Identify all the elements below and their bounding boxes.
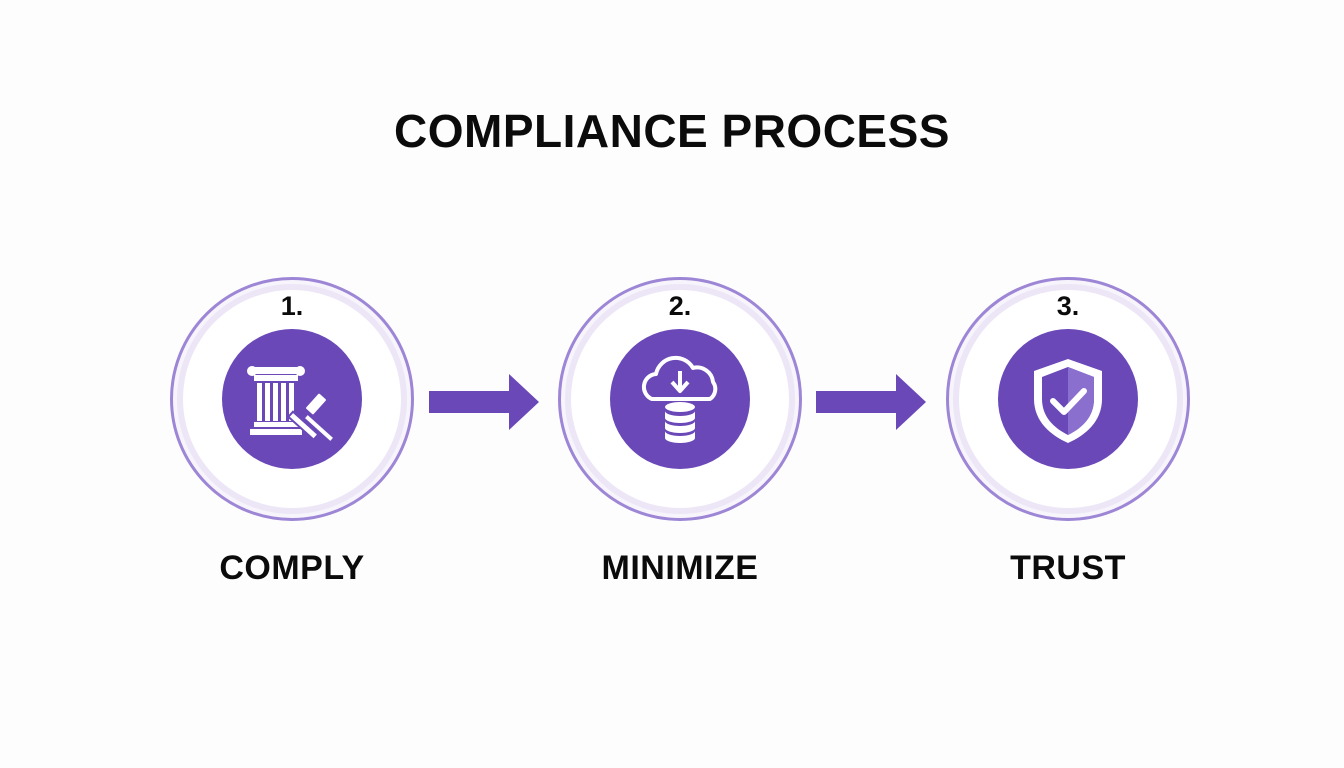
step-number: 2. xyxy=(668,291,692,321)
step-label: TRUST xyxy=(1010,549,1126,587)
step-icon-disc xyxy=(998,329,1138,469)
shield-check-icon xyxy=(1034,359,1102,443)
step-icon-disc xyxy=(610,329,750,469)
step-number: 1. xyxy=(280,291,304,321)
courthouse-gavel-icon xyxy=(247,366,333,442)
step-ring xyxy=(558,277,802,521)
arrow-right-icon xyxy=(429,374,539,430)
step-label: MINIMIZE xyxy=(601,549,759,587)
cloud-download-database-icon xyxy=(641,355,718,443)
diagram-title: COMPLIANCE PROCESS xyxy=(394,105,950,157)
step-label: COMPLY xyxy=(219,549,365,587)
arrow-right-icon xyxy=(816,374,926,430)
step-number: 3. xyxy=(1056,291,1080,321)
step-icon-disc xyxy=(222,329,362,469)
step-ring xyxy=(170,277,414,521)
